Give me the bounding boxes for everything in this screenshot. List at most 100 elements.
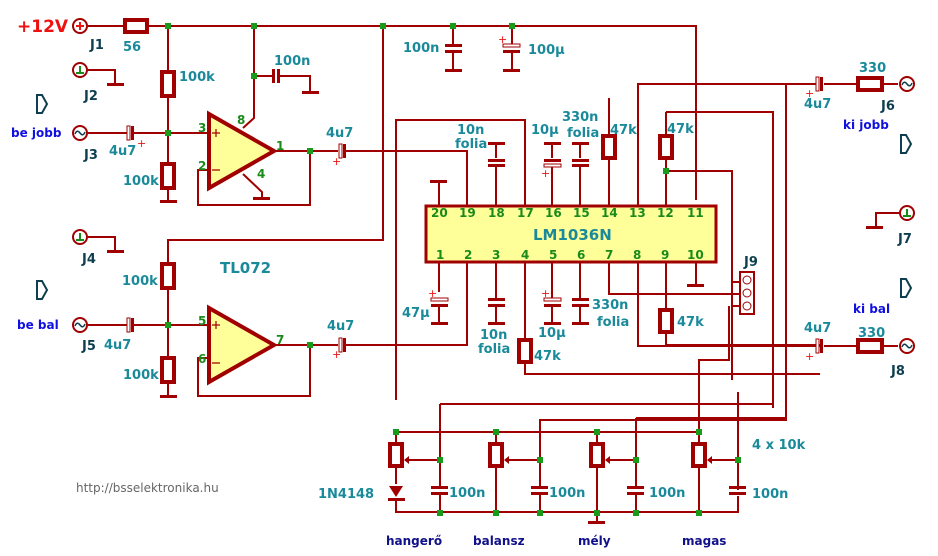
opamp-pin-3: 3 xyxy=(198,121,206,135)
polarity-marks: + + + + + + + + + xyxy=(137,33,814,363)
value-c-out-right: 4u7 xyxy=(804,97,831,112)
svg-text:+: + xyxy=(332,155,341,168)
connector-j3[interactable] xyxy=(72,125,88,141)
svg-text:+: + xyxy=(805,87,814,100)
value-r12: 47k xyxy=(667,122,694,137)
label-j9: J9 xyxy=(743,255,758,270)
value-c-pot-2: 100n xyxy=(549,486,585,501)
port-icon xyxy=(900,278,913,298)
opamp-pin-1: 1 xyxy=(276,139,284,153)
label-j8: J8 xyxy=(890,364,905,379)
value-r-bias-2: 100k xyxy=(123,174,159,189)
opamp-pin-8: 8 xyxy=(237,113,245,127)
value-c18-type: folia xyxy=(455,137,487,152)
opamp-pin-4: 4 xyxy=(257,167,265,181)
svg-text:+: + xyxy=(332,348,341,361)
opamp-2 xyxy=(207,304,279,386)
label-j6: J6 xyxy=(880,99,895,114)
signal-icon xyxy=(74,130,86,136)
capacitors xyxy=(126,43,823,495)
ic-pin-16: 16 xyxy=(545,206,562,220)
connector-j7[interactable] xyxy=(866,205,915,229)
value-r-bias-3: 100k xyxy=(122,274,158,289)
value-c6: 330n xyxy=(592,298,628,313)
opamp-pin-2: 2 xyxy=(198,159,206,173)
ic-pin-5: 5 xyxy=(549,248,557,262)
ic-top-pins: 20 19 18 17 16 15 14 13 12 11 xyxy=(431,206,704,220)
value-c6-type: folia xyxy=(597,315,629,330)
label-j2: J2 xyxy=(83,89,98,104)
connector-j6[interactable] xyxy=(899,76,915,92)
ic-pin-19: 19 xyxy=(459,206,476,220)
value-c15: 330n xyxy=(562,110,598,125)
value-c1: 47µ xyxy=(402,306,430,321)
svg-text:+: + xyxy=(541,287,550,300)
value-c-in-right: 4u7 xyxy=(109,144,136,159)
port-icon xyxy=(36,280,49,300)
value-c-supply-1: 100n xyxy=(403,41,439,56)
label-j3: J3 xyxy=(83,148,98,163)
ground-icon xyxy=(76,233,84,241)
connector-j9[interactable] xyxy=(739,271,755,315)
ic-pin-11: 11 xyxy=(687,206,704,220)
label-in-left: be bal xyxy=(17,318,59,332)
label-in-right: be jobb xyxy=(11,126,62,140)
ic-pin-10: 10 xyxy=(687,248,704,262)
ic-pin-7: 7 xyxy=(605,248,613,262)
wires xyxy=(88,25,900,522)
resistor-47k-4 xyxy=(517,338,533,364)
value-c16: 10µ xyxy=(531,123,559,138)
resistor-56 xyxy=(123,18,149,34)
ic-pin-9: 9 xyxy=(661,248,669,262)
resistor-100k-4 xyxy=(160,356,176,384)
label-j4: J4 xyxy=(81,252,96,267)
ic-pin-4: 4 xyxy=(521,248,529,262)
value-c-out-opamp-1: 4u7 xyxy=(326,126,353,141)
connector-j1[interactable] xyxy=(72,18,88,34)
ic-pin-15: 15 xyxy=(573,206,590,220)
potentiometers[interactable] xyxy=(388,442,712,468)
label-bass: mély xyxy=(578,534,611,548)
resistor-100k-1 xyxy=(160,70,176,98)
ic-pin-1: 1 xyxy=(436,248,444,262)
value-r-bias-4: 100k xyxy=(123,368,159,383)
resistor-330-right xyxy=(856,76,884,92)
signal-icon xyxy=(74,322,86,328)
opamp-pin-6: 6 xyxy=(198,352,206,366)
ic-pin-2: 2 xyxy=(464,248,472,262)
connector-j4[interactable] xyxy=(72,229,124,253)
ground-symbols xyxy=(107,83,704,524)
ic-pin-17: 17 xyxy=(517,206,534,220)
connector-j8[interactable] xyxy=(899,338,915,354)
ic-pin-18: 18 xyxy=(488,206,505,220)
ic-pin-12: 12 xyxy=(657,206,674,220)
junction-nodes xyxy=(165,23,741,516)
ic-pin-14: 14 xyxy=(601,206,618,220)
label-j5: J5 xyxy=(81,339,96,354)
value-r4: 47k xyxy=(534,349,561,364)
value-diode: 1N4148 xyxy=(318,487,374,502)
port-icon xyxy=(36,94,49,114)
svg-text:+: + xyxy=(137,137,146,150)
pot-volume xyxy=(388,442,404,468)
ic-lm1036 xyxy=(424,204,718,264)
port-icon xyxy=(900,134,913,154)
resistors xyxy=(123,18,884,384)
opamp-pin-5: 5 xyxy=(198,314,206,328)
signal-icon xyxy=(901,81,913,87)
connector-j5[interactable] xyxy=(72,317,88,333)
svg-text:+: + xyxy=(541,167,550,180)
value-r14: 47k xyxy=(610,123,637,138)
value-c-pot-1: 100n xyxy=(449,486,485,501)
connector-j2[interactable] xyxy=(72,62,88,78)
value-c3: 10n xyxy=(480,328,507,343)
diode-1n4148 xyxy=(388,486,405,501)
opamp-name: TL072 xyxy=(220,259,271,277)
svg-text:+: + xyxy=(805,350,814,363)
value-r-supply: 56 xyxy=(123,40,141,55)
ic-name: LM1036N xyxy=(533,226,612,244)
label-treble: magas xyxy=(682,534,726,548)
watermark-link[interactable]: http://bsselektronika.hu xyxy=(76,481,219,495)
resistor-100k-3 xyxy=(160,262,176,290)
ic-pin-13: 13 xyxy=(629,206,646,220)
